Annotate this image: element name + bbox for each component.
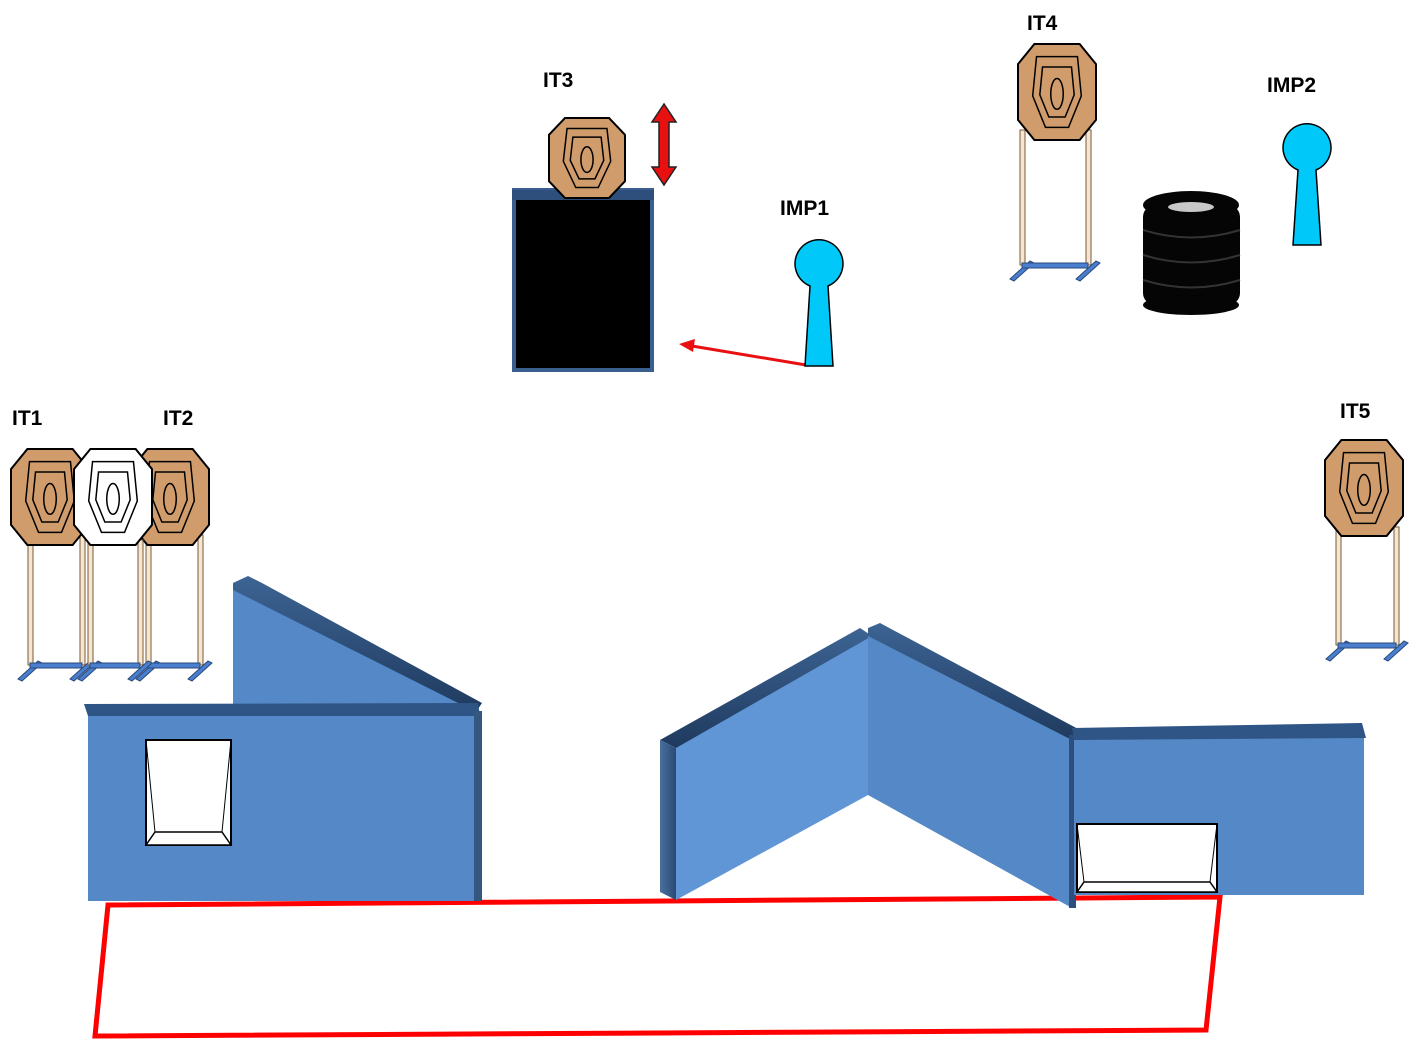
v-wall-right-wing-edge (1069, 735, 1076, 908)
barrel-cover-body (512, 188, 654, 372)
octagon-target-icon (1324, 439, 1409, 662)
v-wall-right-wing (868, 635, 1072, 908)
left-front-wall-side-edge (474, 711, 482, 901)
double-arrow-icon (650, 102, 678, 187)
label-it4: IT4 (1027, 12, 1058, 35)
right-wall-group (660, 623, 1366, 908)
v-wall-left-wing (676, 635, 868, 900)
label-it5: IT5 (1340, 400, 1371, 423)
left-wall-group (84, 576, 482, 901)
octagon-target-icon (548, 117, 626, 199)
left-front-wall-top-edge (84, 703, 480, 716)
shooting-box (92, 894, 1223, 1039)
v-wall-left-wing-end (660, 740, 676, 900)
label-it1: IT1 (12, 407, 43, 430)
popper-icon (1282, 123, 1332, 246)
octagon-target-icon (1009, 43, 1101, 282)
low-port (1075, 823, 1219, 893)
tire-stack-icon (1142, 191, 1241, 315)
label-imp1: IMP1 (780, 197, 829, 220)
label-it2: IT2 (163, 407, 193, 430)
left-back-wall-top-edge (233, 576, 482, 712)
popper-icon (794, 239, 844, 367)
port-wall-top-edge (1072, 723, 1366, 740)
left-wall-port (144, 739, 233, 846)
label-it3: IT3 (543, 69, 573, 92)
octagon-target-icon (10, 448, 95, 682)
activation-arrow (679, 339, 807, 367)
v-wall-right-wing-top (868, 623, 1080, 740)
v-wall-left-wing-top (660, 628, 872, 748)
barrel-cover (512, 188, 654, 372)
label-imp2: IMP2 (1267, 74, 1316, 97)
no-shoot-target-icon (73, 448, 153, 682)
